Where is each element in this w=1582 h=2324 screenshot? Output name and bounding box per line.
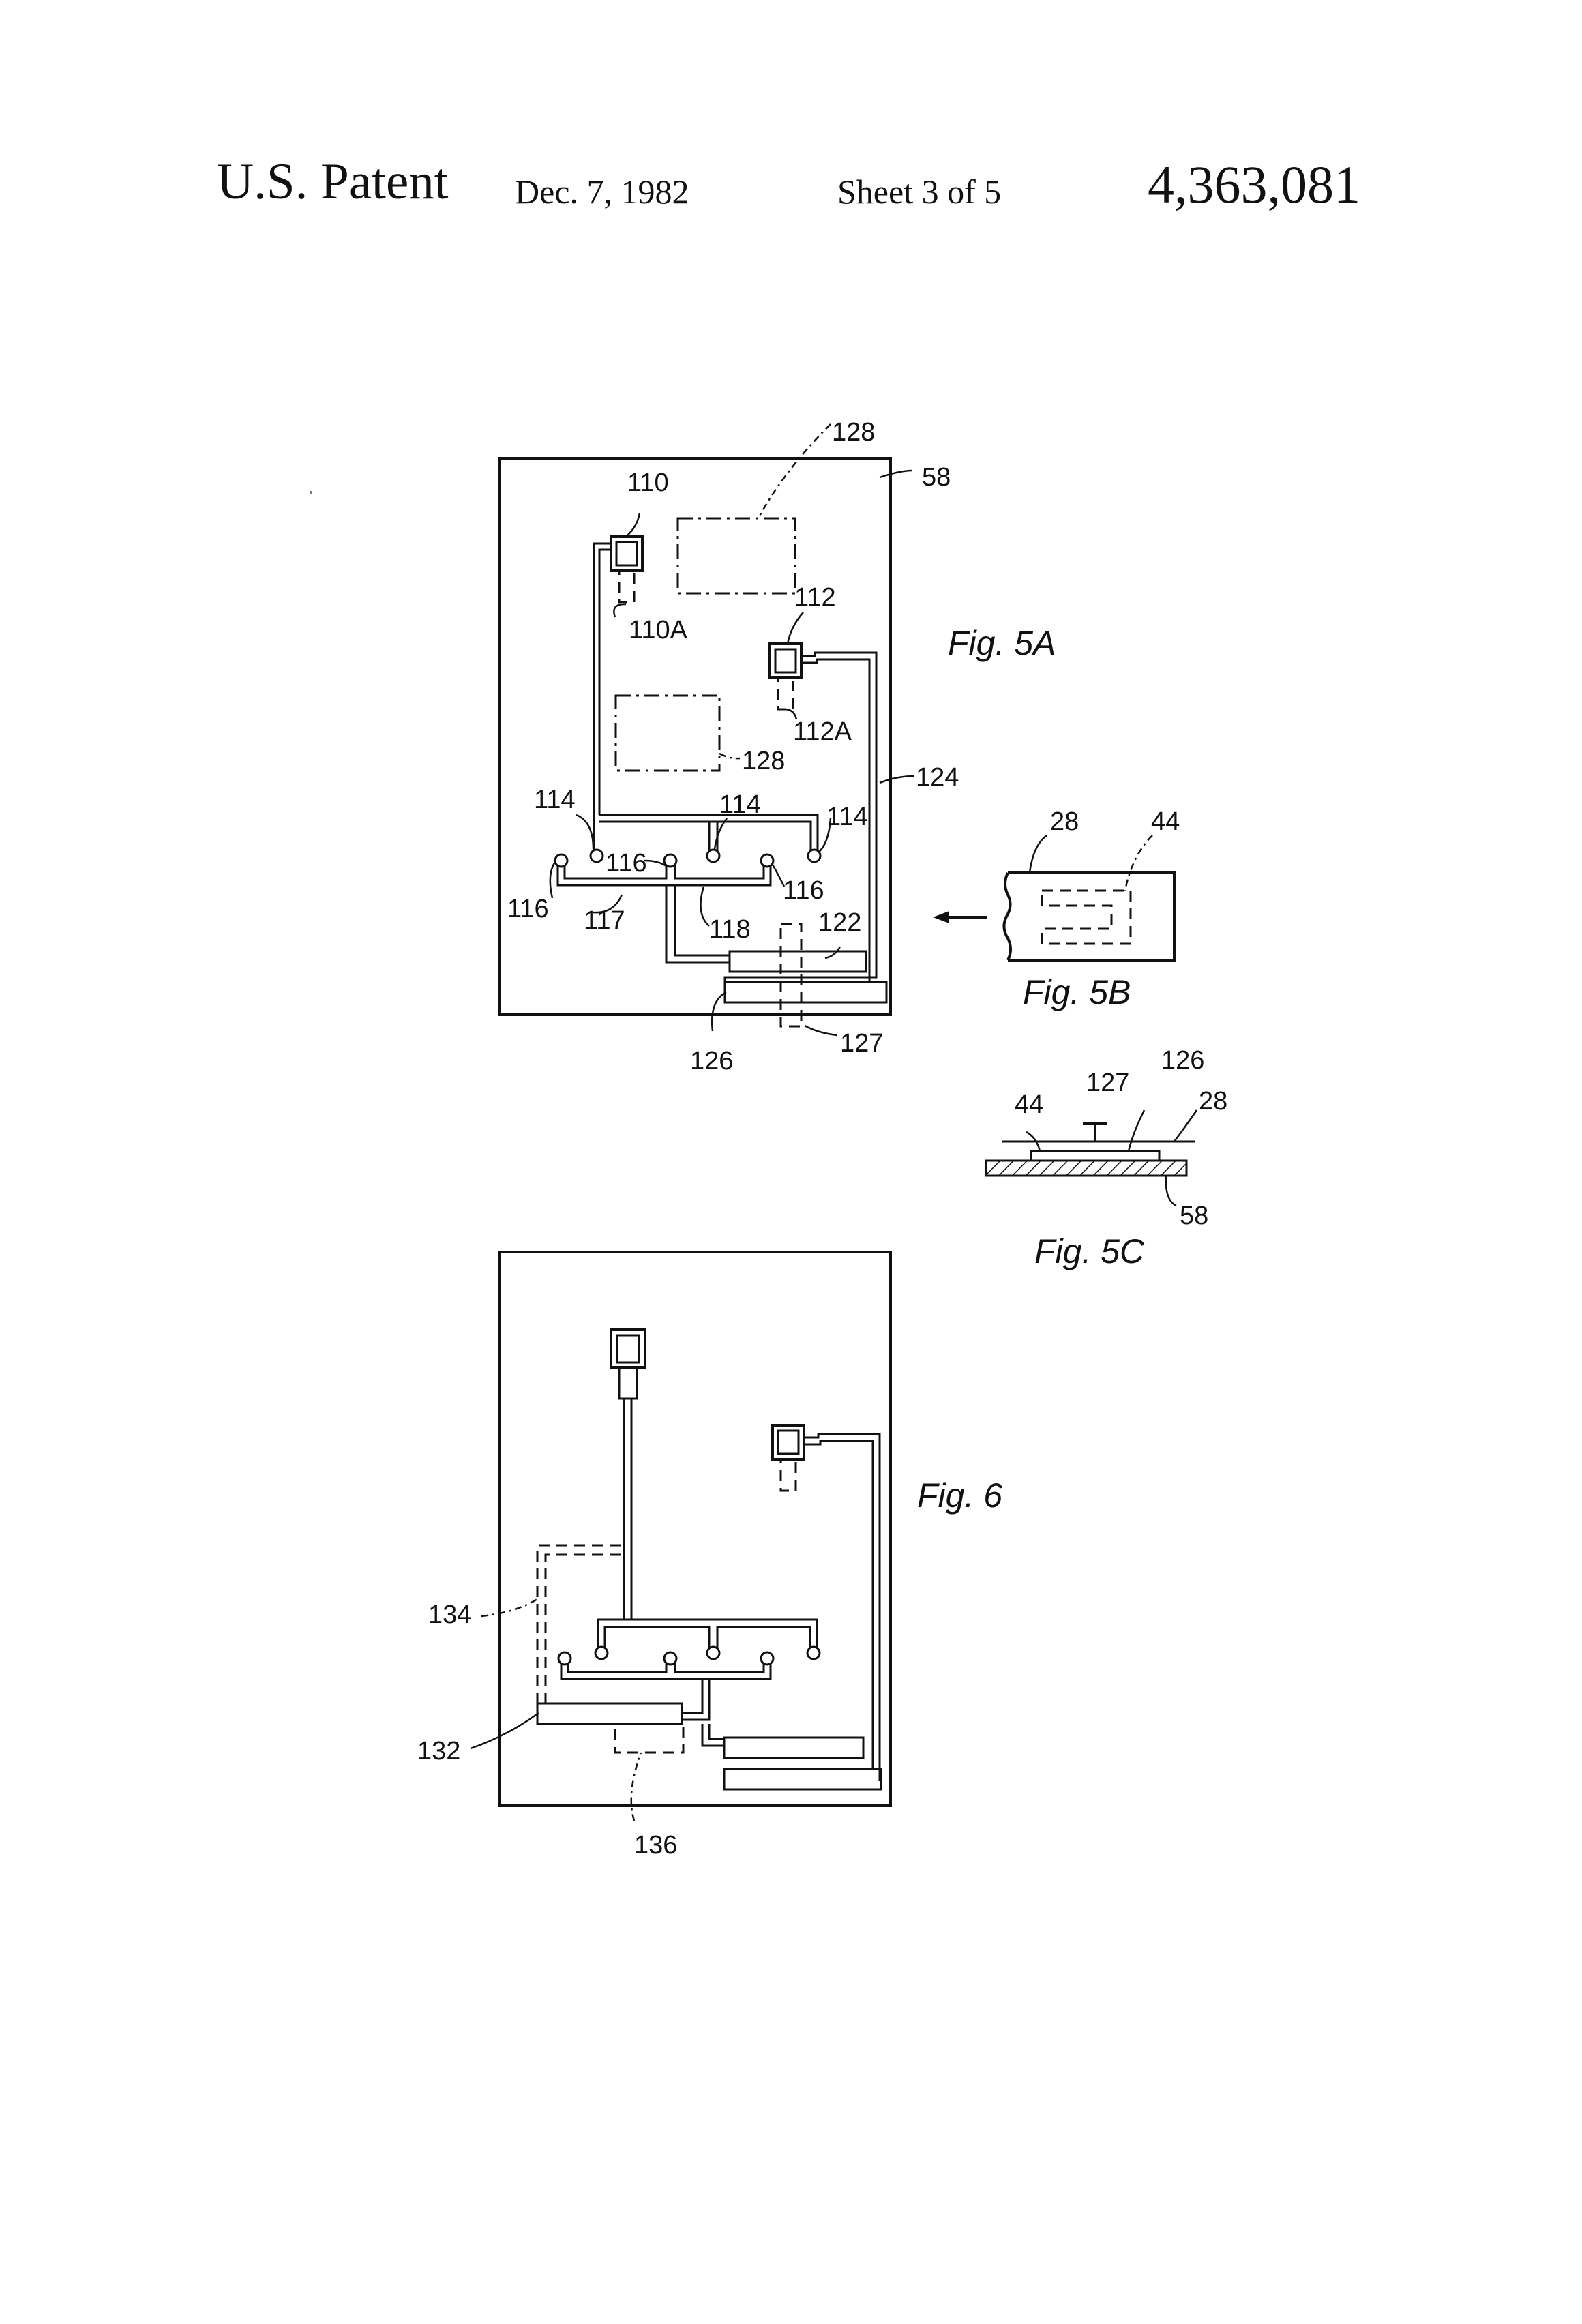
fig-5b-arrow-icon xyxy=(933,911,949,923)
ref-28-5c: 28 xyxy=(1199,1087,1227,1116)
ref-116-right: 116 xyxy=(783,876,824,905)
fig-5c-cross-section xyxy=(986,1110,1197,1206)
ref-118: 118 xyxy=(709,915,751,944)
ref-58-5c: 58 xyxy=(1180,1202,1208,1230)
fig-6-caption: Fig. 6 xyxy=(917,1476,1002,1515)
ref-44-5b: 44 xyxy=(1151,807,1180,836)
fig-5b-electrode-44 xyxy=(1042,891,1131,944)
fig-6-strip-132 xyxy=(537,1703,682,1724)
fig-5a-lead-110-inner xyxy=(599,550,611,815)
fig-5a-pad-112 xyxy=(770,644,801,709)
ref-44-5c: 44 xyxy=(1015,1090,1043,1119)
fig-6-pad-top xyxy=(611,1330,645,1399)
ref-126: 126 xyxy=(690,1047,733,1075)
fig-5b-torn-edge xyxy=(1004,873,1011,960)
ref-127-5c: 127 xyxy=(1086,1069,1129,1097)
ref-136: 136 xyxy=(634,1831,677,1860)
fig-6-lead-right-outer xyxy=(804,1434,881,1780)
ref-116-left: 116 xyxy=(507,895,549,923)
ref-128-top: 128 xyxy=(832,418,875,447)
fig-5b-sensor-strip xyxy=(933,835,1174,960)
ref-110: 110 xyxy=(627,468,669,497)
fig-5b-strip-outline xyxy=(1008,873,1174,960)
ref-112: 112 xyxy=(794,583,836,612)
fig-5a-strip-122 xyxy=(730,951,866,972)
ref-110a: 110A xyxy=(629,616,688,644)
fig-5b-caption: Fig. 5B xyxy=(1023,973,1131,1011)
fig-5c-caption: Fig. 5C xyxy=(1034,1232,1145,1270)
ref-114-right: 114 xyxy=(826,803,868,831)
ref-28-5b: 28 xyxy=(1050,807,1079,836)
fig-6-pad-right xyxy=(773,1425,804,1491)
ref-116-mid: 116 xyxy=(606,849,647,878)
fig-6-contact-dots xyxy=(558,1647,820,1665)
ref-122: 122 xyxy=(818,908,861,937)
ref-58: 58 xyxy=(922,463,951,492)
ref-134: 134 xyxy=(428,1600,471,1629)
fig-6-bus-upper xyxy=(598,1620,817,1650)
fig-6-lead-right-inner xyxy=(804,1441,873,1769)
fig-5c-substrate-58 xyxy=(986,1161,1186,1176)
fig-5a-pad-110 xyxy=(611,537,642,602)
ref-117: 117 xyxy=(584,906,625,935)
fig-5a-contact-dots xyxy=(555,850,820,867)
fig-5c-electrode-126 xyxy=(1031,1151,1159,1161)
fig-6-region-136 xyxy=(615,1724,683,1753)
ref-114-mid: 114 xyxy=(719,790,761,819)
scan-speck xyxy=(310,491,312,494)
ref-127: 127 xyxy=(840,1029,883,1058)
fig-5a-lead-110-outer xyxy=(594,543,611,822)
ref-126-5c: 126 xyxy=(1161,1046,1204,1075)
fig-5a-area-128-upper xyxy=(678,518,795,593)
ref-112a: 112A xyxy=(793,717,852,746)
ref-114-left: 114 xyxy=(534,786,576,814)
fig-6-circuit-board xyxy=(499,1252,891,1806)
ref-132: 132 xyxy=(417,1737,460,1766)
ref-128-lower: 128 xyxy=(742,747,785,775)
fig-5a-caption: Fig. 5A xyxy=(948,624,1056,662)
ref-124: 124 xyxy=(916,763,959,792)
fig-5a-area-128-lower xyxy=(616,696,719,771)
fig-6-substrate-outline xyxy=(499,1252,891,1806)
fig-6-strip-lower-2 xyxy=(724,1769,881,1789)
fig-6-strip-lower-1 xyxy=(724,1738,863,1758)
fig-6-leaders xyxy=(471,1599,641,1821)
fig-5a-strip-126 xyxy=(725,982,886,1002)
fig-5a-region-127 xyxy=(781,924,801,1026)
